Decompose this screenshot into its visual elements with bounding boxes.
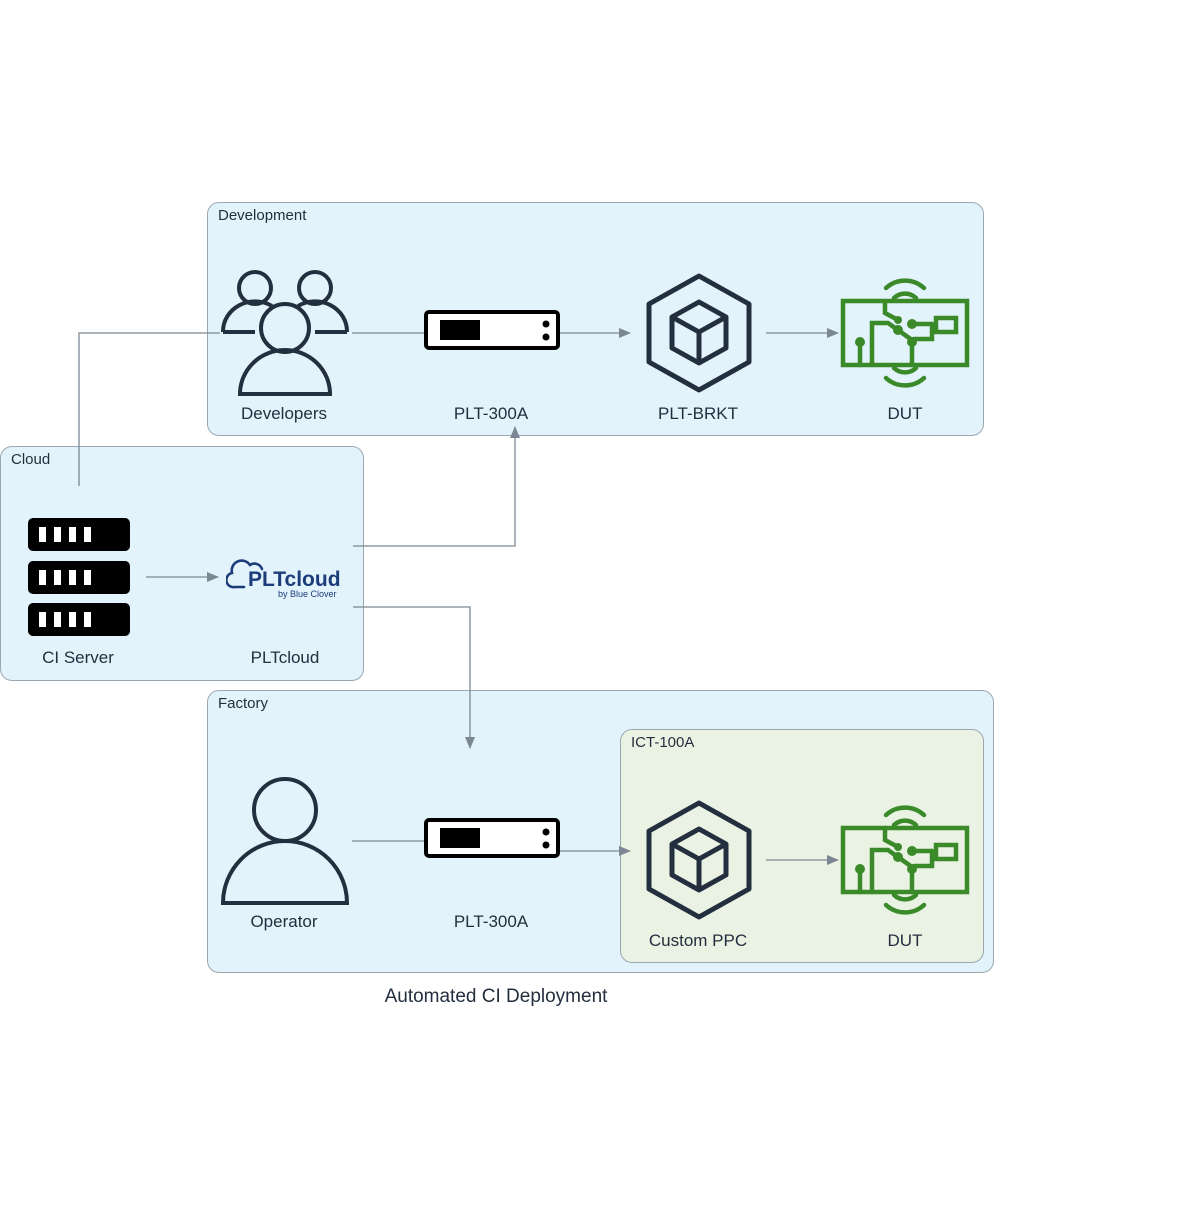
cluster-ict-100a: ICT-100A bbox=[620, 729, 984, 963]
cluster-label-factory: Factory bbox=[218, 695, 269, 712]
node-label-custom-ppc: Custom PPC bbox=[648, 931, 748, 950]
diagram-title: Automated CI Deployment bbox=[384, 986, 608, 1007]
rack-device-icon bbox=[424, 310, 560, 350]
edge-ci-server-to-developers bbox=[78, 332, 220, 486]
node-label-operator: Operator bbox=[250, 912, 318, 931]
cube-icon bbox=[646, 800, 752, 920]
edge-pltcloud-to-dev-plt bbox=[353, 426, 520, 547]
pltcloud-logo: PLTcloud by Blue Clover bbox=[226, 559, 341, 599]
node-label-developers: Developers bbox=[241, 404, 327, 423]
node-label-fac-plt: PLT-300A bbox=[453, 912, 529, 931]
node-label-dev-plt: PLT-300A bbox=[453, 404, 529, 423]
cluster-label-ict: ICT-100A bbox=[631, 734, 695, 751]
edge-pltcloud-to-fac-plt bbox=[353, 606, 475, 749]
node-label-plt-brkt: PLT-BRKT bbox=[658, 404, 738, 423]
node-label-dev-dut: DUT bbox=[887, 404, 923, 423]
node-label-ci-server: CI Server bbox=[42, 648, 114, 667]
user-icon bbox=[220, 777, 350, 905]
node-label-pltcloud: PLTcloud bbox=[250, 648, 320, 667]
rack-device-icon bbox=[424, 818, 560, 858]
cluster-label-development: Development bbox=[218, 207, 307, 224]
cluster-development: Development bbox=[207, 202, 984, 436]
pltcloud-logo-sub: by Blue Clover bbox=[278, 589, 337, 599]
server-rack-icon bbox=[28, 518, 130, 636]
cube-icon bbox=[646, 273, 752, 393]
node-label-fac-dut: DUT bbox=[887, 931, 923, 950]
circuit-board-icon bbox=[840, 278, 970, 388]
users-icon bbox=[220, 270, 350, 396]
circuit-board-icon bbox=[840, 805, 970, 915]
cluster-label-cloud: Cloud bbox=[11, 451, 51, 468]
pltcloud-logo-text: PLTcloud bbox=[248, 568, 341, 591]
